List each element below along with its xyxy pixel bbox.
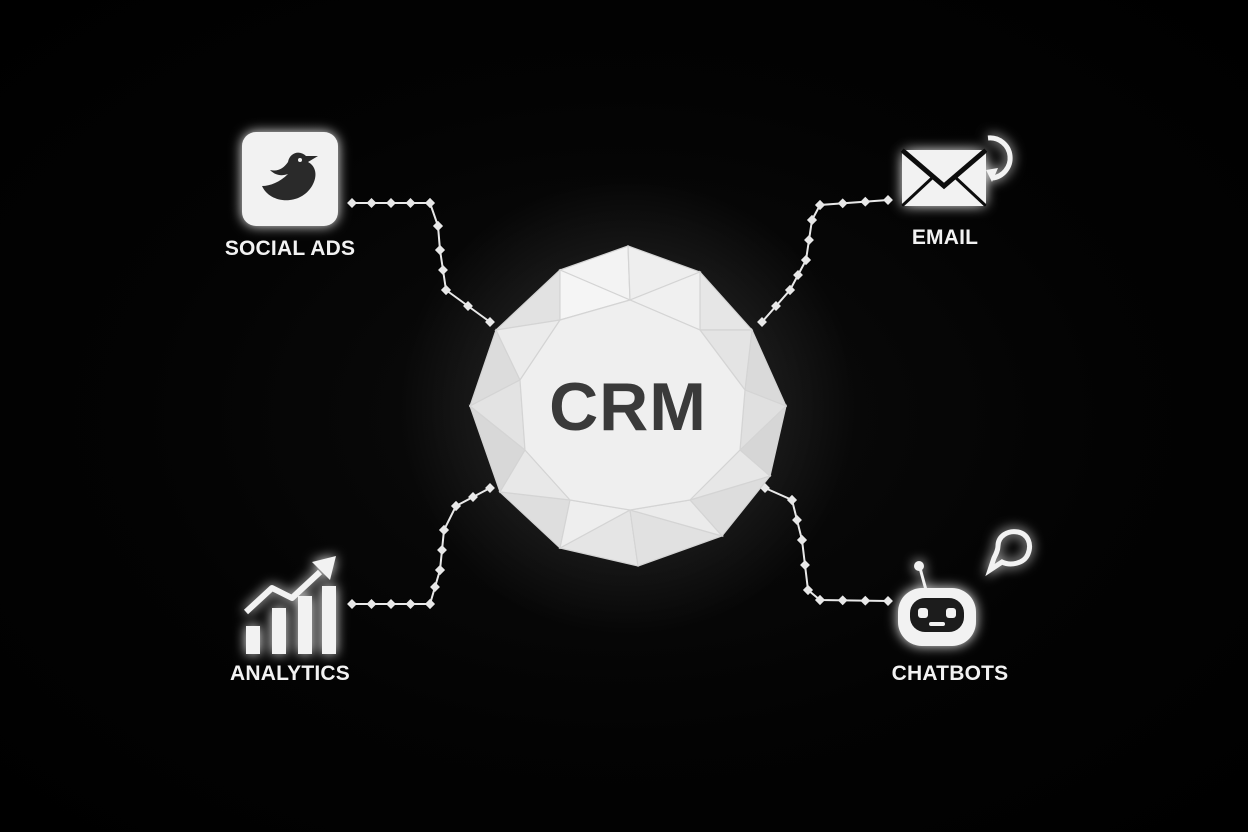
- connector-bead: [425, 599, 435, 609]
- chatbots-label: CHATBOTS: [892, 662, 1009, 685]
- connector-bead: [860, 595, 871, 606]
- hub-facets: [468, 245, 788, 567]
- connector-bead: [347, 198, 357, 208]
- connector-bead: [430, 582, 440, 592]
- email-label: EMAIL: [912, 226, 978, 249]
- crm-hub[interactable]: CRM: [468, 245, 788, 567]
- connector-bead: [405, 198, 416, 208]
- connector-bead: [804, 235, 814, 245]
- connector-bead: [883, 596, 893, 606]
- connector-bead: [425, 198, 435, 208]
- connector-bead: [883, 195, 893, 205]
- node-email[interactable]: EMAIL: [900, 135, 1013, 249]
- bar-chart-trend-icon: [243, 556, 336, 654]
- social-ads-label: SOCIAL ADS: [225, 237, 355, 260]
- connector-bead: [366, 599, 377, 609]
- connector-bead: [435, 565, 445, 575]
- connector-bead: [815, 595, 825, 605]
- analytics-label: ANALYTICS: [230, 662, 350, 685]
- connector-bead: [386, 198, 396, 208]
- node-social-ads[interactable]: SOCIAL ADS: [225, 132, 355, 260]
- connector-bead: [366, 198, 377, 208]
- connector-bead: [405, 599, 416, 609]
- connector-bead: [437, 545, 447, 555]
- hub-label: CRM: [549, 369, 707, 445]
- connector-bead: [837, 198, 848, 209]
- connector-bead: [807, 215, 817, 225]
- bird-icon: [242, 132, 338, 226]
- connector-bead: [803, 585, 813, 595]
- connector-bead: [386, 599, 396, 609]
- connector-bead: [860, 196, 871, 207]
- node-analytics[interactable]: ANALYTICS: [230, 556, 350, 685]
- connector-bead: [837, 595, 848, 606]
- node-chatbots[interactable]: CHATBOTS: [892, 529, 1033, 685]
- connector-bead: [347, 599, 357, 609]
- envelope-icon: [900, 135, 1013, 208]
- connector-bead: [435, 245, 445, 255]
- connector-bead: [815, 200, 825, 210]
- robot-chat-icon: [898, 529, 1033, 646]
- connector-bead: [800, 560, 810, 570]
- connector-bead: [433, 221, 443, 231]
